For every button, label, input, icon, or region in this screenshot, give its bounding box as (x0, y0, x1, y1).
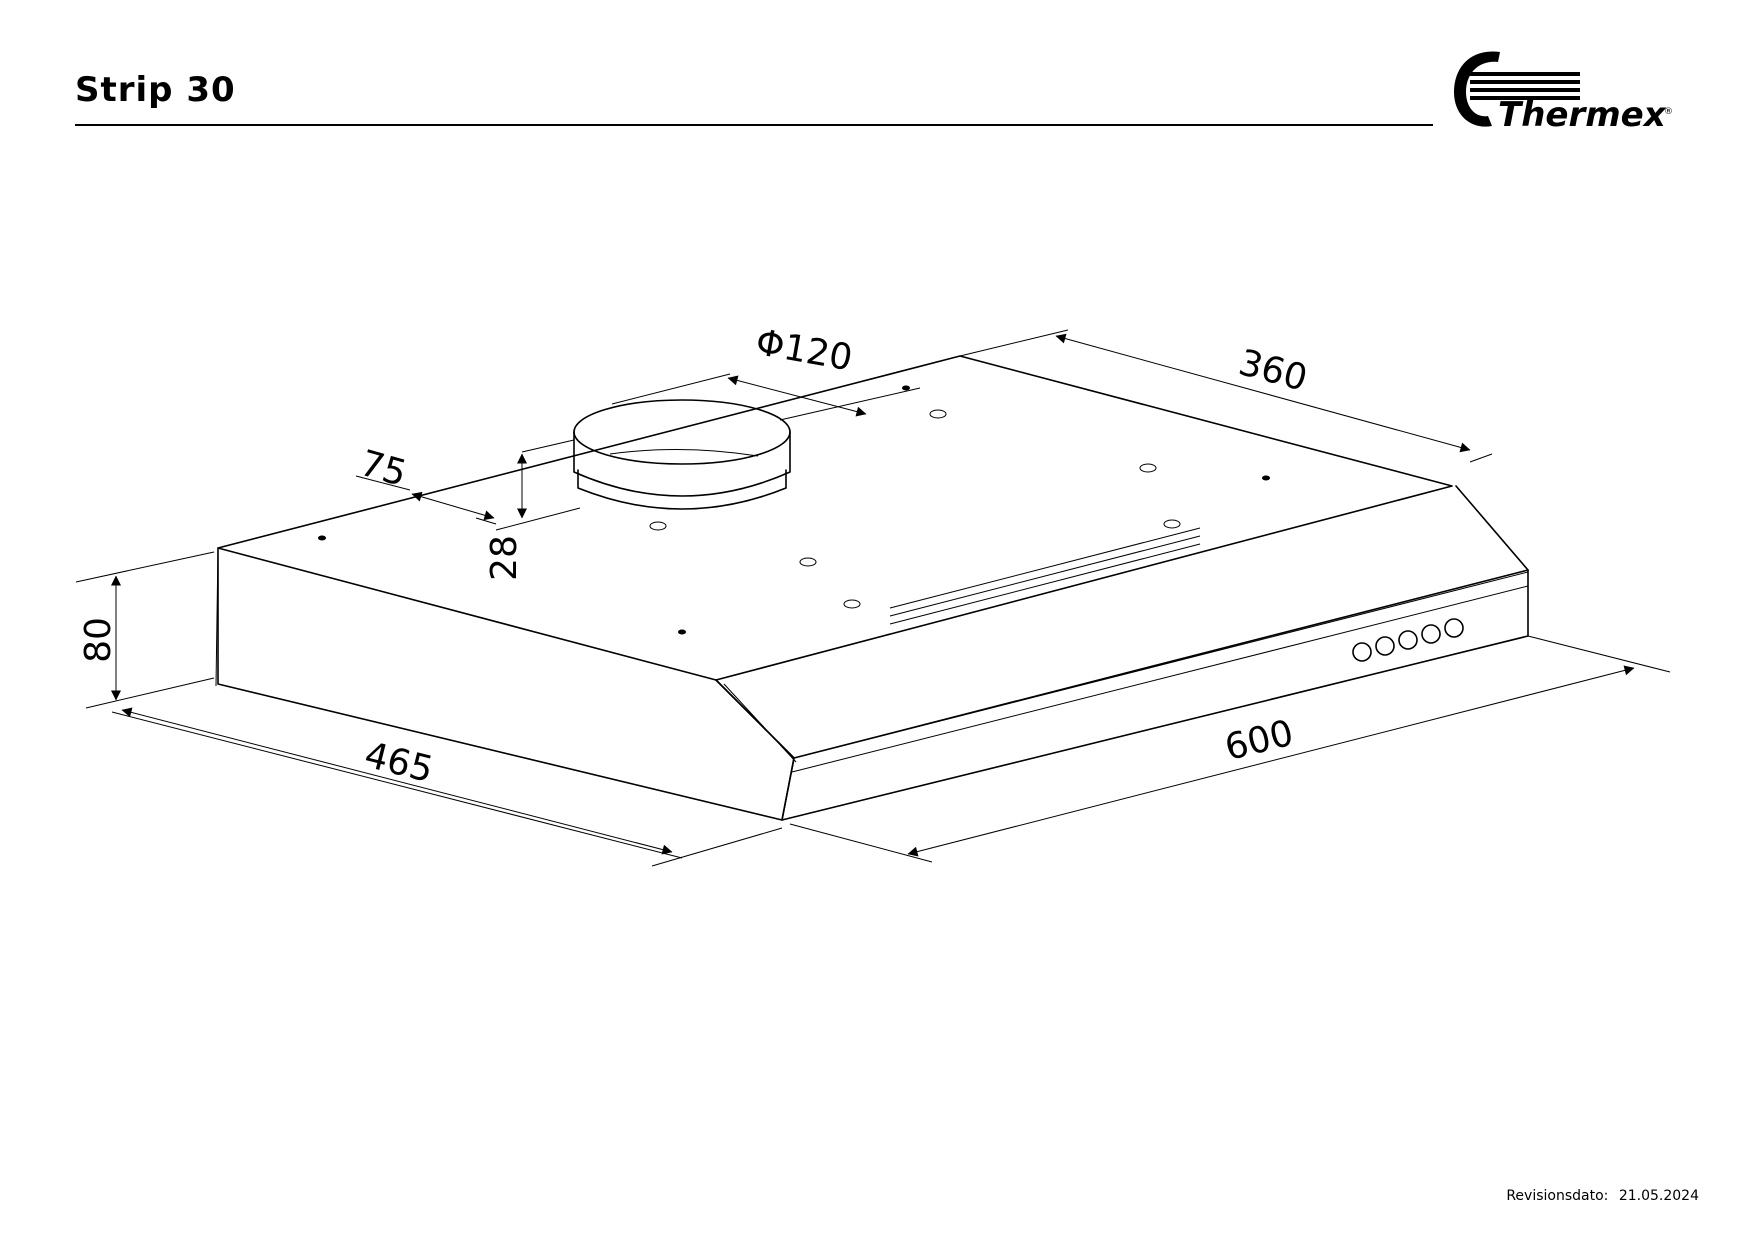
dim-height-label: 80 (78, 617, 119, 663)
dim-height: 80 (75, 551, 215, 709)
dim-depth: 465 (111, 707, 783, 867)
logo-mark-icon (1454, 51, 1580, 127)
dim-outlet-to-back: 360 (959, 329, 1493, 463)
dim-360-label: 360 (1234, 342, 1311, 399)
hood-top-face (217, 355, 1453, 681)
registered-mark-icon: ® (1664, 107, 1673, 117)
revision-footer: Revisionsdato: 21.05.2024 (1500, 1188, 1699, 1204)
dim-diameter-label: Φ120 (753, 322, 856, 379)
hood-left-face (217, 547, 795, 821)
outlet-collar (573, 399, 791, 510)
hood-front-panel (715, 485, 1529, 759)
page-title: Strip 30 (75, 70, 236, 110)
dim-75-label: 75 (356, 443, 411, 495)
dim-width-label: 600 (1221, 713, 1298, 769)
header-rule (75, 124, 1433, 126)
dim-width: 600 (789, 635, 1671, 863)
dim-28-label: 28 (484, 535, 525, 581)
dim-outlet-diameter: Φ120 (611, 322, 921, 421)
revision-date: 21.05.2024 (1618, 1188, 1699, 1204)
screw-holes (318, 385, 1270, 635)
revision-label: Revisionsdato: (1506, 1188, 1609, 1204)
dim-outlet-offset: 75 (356, 443, 497, 525)
dim-depth-label: 465 (360, 735, 437, 791)
dim-outlet-height: 28 (484, 439, 581, 581)
logo-wordmark: Thermex (1498, 95, 1667, 135)
control-knobs[interactable] (1352, 618, 1464, 662)
thermex-logo: Thermex ® (1454, 51, 1673, 135)
vent-slots (889, 527, 1201, 625)
